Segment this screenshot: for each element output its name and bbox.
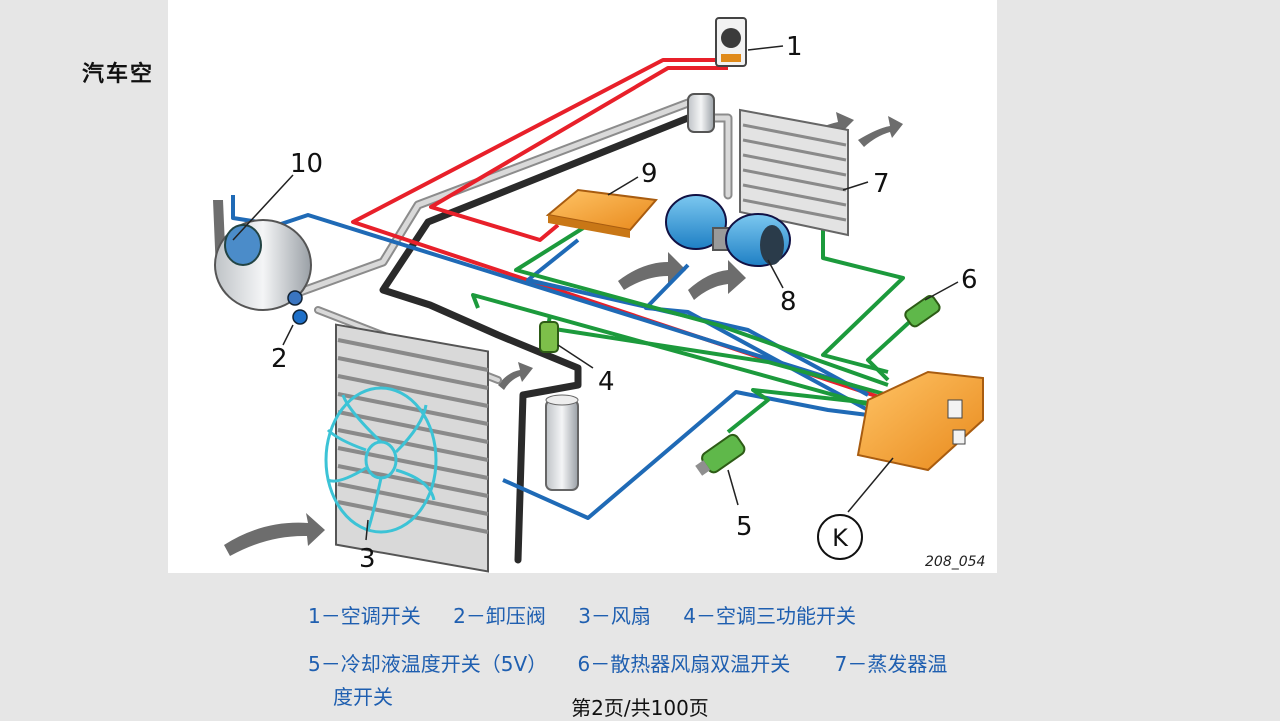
relief-valve	[292, 309, 308, 325]
green-wires	[471, 183, 930, 434]
radiator-fan-dual-temp-switch	[904, 295, 941, 328]
label-10: 10	[290, 149, 323, 179]
ac-switch	[715, 17, 747, 67]
caption-item-4: 4－空调三功能开关	[683, 604, 857, 628]
caption-line-2: 5－冷却液温度开关（5V） 6－散热器风扇双温开关 7－蒸发器温	[308, 648, 947, 677]
label-7: 7	[873, 169, 890, 199]
label-3: 3	[359, 544, 376, 573]
label-5: 5	[736, 512, 753, 542]
evaporator	[687, 93, 849, 237]
caption-item-7: 7－蒸发器温	[834, 652, 948, 676]
caption-line-1: 1－空调开关 2－卸压阀 3－风扇 4－空调三功能开关	[308, 600, 856, 629]
caption-item-2: 2－卸压阀	[453, 604, 546, 628]
caption-item-6: 6－散热器风扇双温开关	[577, 652, 791, 676]
caption-item-5: 5－冷却液温度开关（5V）	[308, 652, 548, 676]
compressor	[213, 200, 312, 311]
label-1: 1	[786, 32, 803, 62]
control-unit-9	[545, 188, 658, 238]
coolant-temp-switch	[695, 433, 746, 476]
caption-item-3: 3－风扇	[578, 604, 651, 628]
caption-line-3: 度开关	[333, 685, 393, 709]
diagram-svg: K 1 2 3 4 5 6 7 8 9 10 208_054	[213, 17, 985, 573]
label-9: 9	[641, 159, 658, 189]
leader-lines	[232, 45, 959, 541]
k-symbol: K	[817, 514, 863, 560]
condenser-fan	[324, 386, 438, 534]
figure-id: 208_054	[925, 554, 985, 570]
triple-function-switch	[539, 321, 559, 353]
label-6: 6	[961, 265, 978, 295]
label-4: 4	[598, 367, 615, 397]
label-2: 2	[271, 344, 288, 374]
caption-item-1: 1－空调开关	[308, 604, 421, 628]
blower-fan	[665, 194, 791, 267]
receiver-dryer	[545, 394, 579, 491]
label-8: 8	[780, 287, 797, 317]
main-control-unit	[856, 370, 984, 472]
ac-system-diagram: K 1 2 3 4 5 6 7 8 9 10 208_054	[168, 0, 997, 573]
page-indicator: 第2页/共100页	[571, 696, 709, 720]
slide-title: 汽车空	[82, 62, 155, 87]
k-label: K	[832, 524, 849, 552]
